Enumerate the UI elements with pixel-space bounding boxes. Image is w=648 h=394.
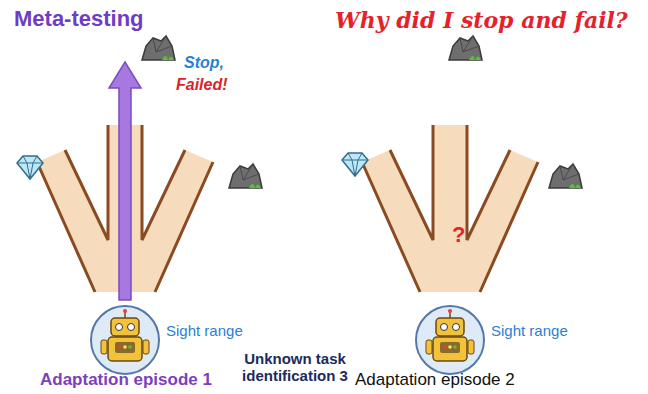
sight-range-label: Sight range [166,322,243,339]
episode-label: Adaptation episode 2 [355,370,515,390]
stop-note: Stop, [184,54,224,72]
failed-note: Failed! [176,76,228,94]
sight-range-label: Sight range [491,322,568,339]
episode-label: Adaptation episode 1 [40,370,212,390]
figure-title: Meta-testing [14,6,144,31]
action-arrow [109,62,141,300]
question-mark: ? [452,222,465,247]
question-note: Why did I stop and fail? [335,8,628,33]
